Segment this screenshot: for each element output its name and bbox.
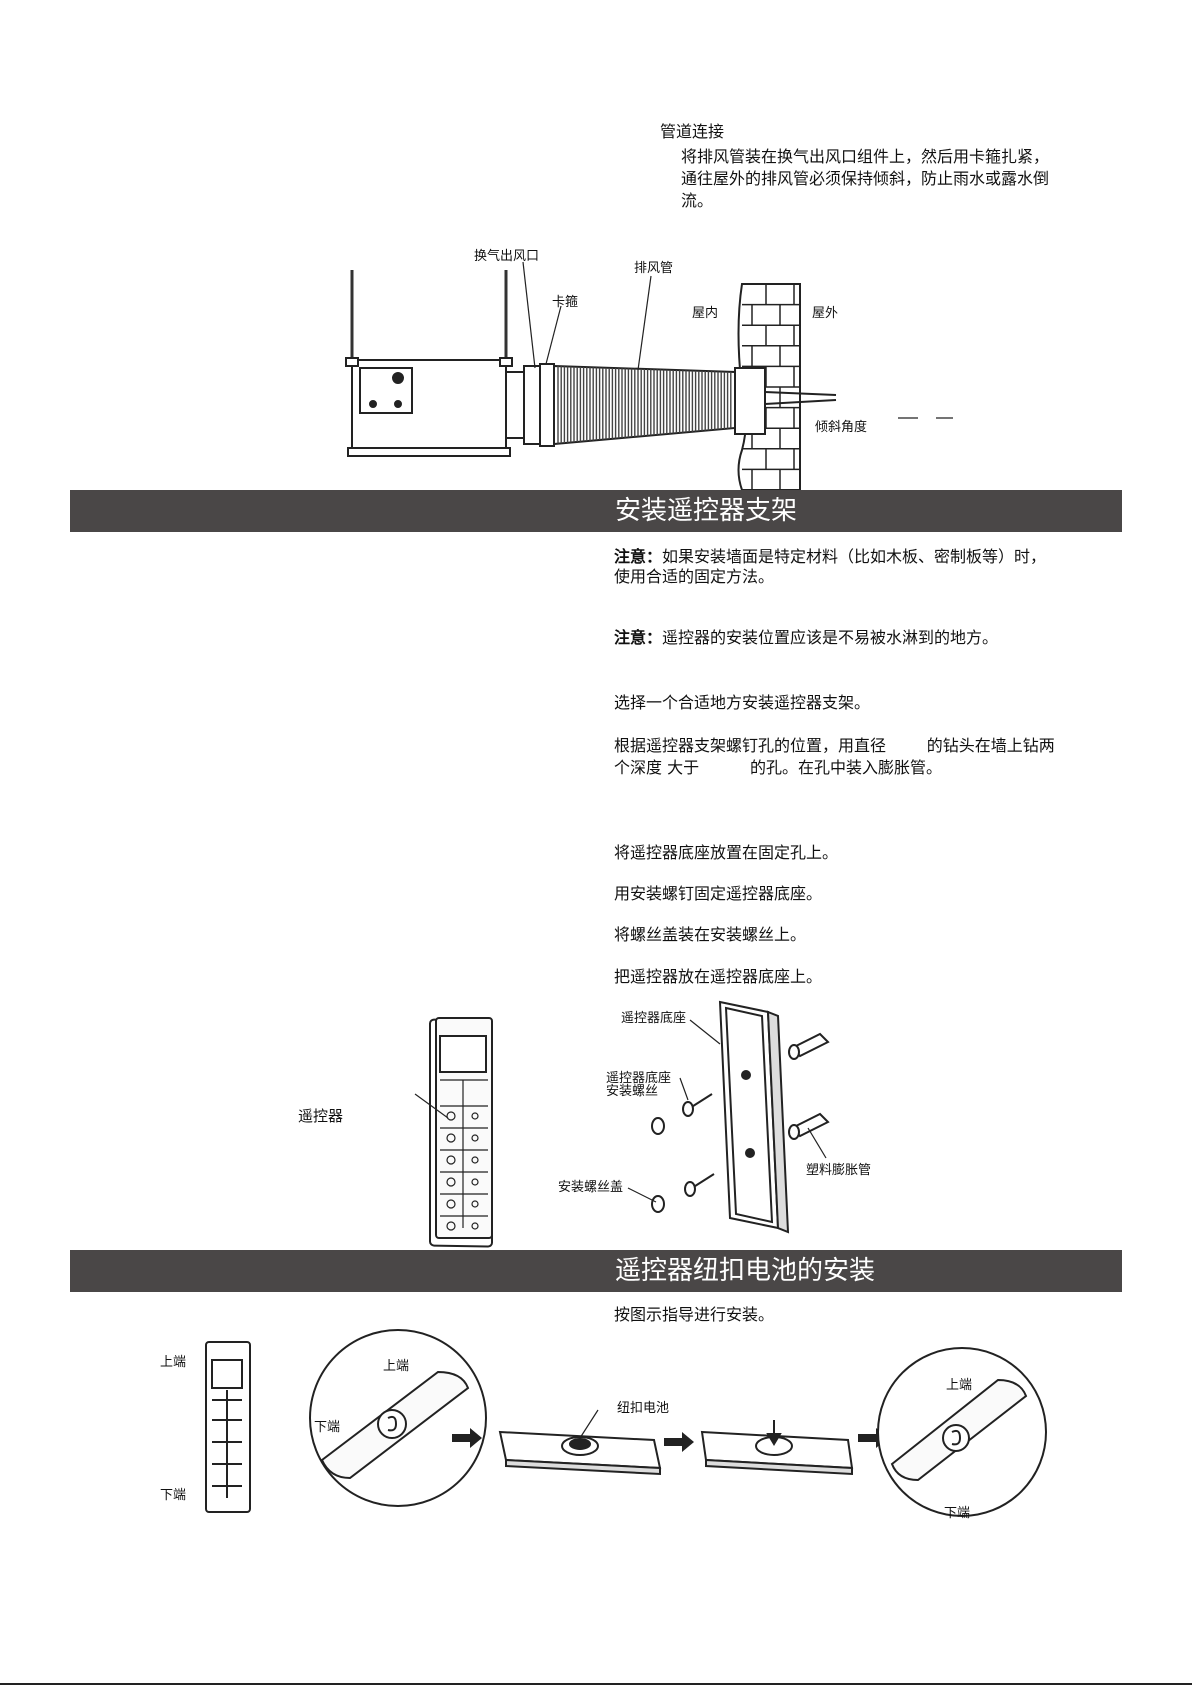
circle-4-top-label: 上端 (946, 1378, 973, 1393)
section-title-battery: 遥控器纽扣电池的安装 (615, 1256, 876, 1286)
step-4: 用安装螺钉固定遥控器底座。 (614, 884, 823, 903)
screw-cap-label: 安装螺丝盖 (558, 1180, 624, 1195)
mounting-screw-icon (682, 1093, 715, 1197)
circle-4-bottom-label: 下端 (944, 1506, 971, 1521)
duct-installation-diagram (345, 261, 953, 491)
section-title-bracket: 安装遥控器支架 (615, 496, 798, 526)
duct-label: 排风管 (634, 261, 674, 276)
battery-cover-closed-icon (309, 1329, 487, 1507)
section-header-bracket: 安装遥控器支架 (70, 490, 1122, 532)
step-6: 把遥控器放在遥控器底座上。 (614, 967, 823, 986)
hanger-rods-icon (350, 270, 508, 360)
small-remote-icon (205, 1341, 251, 1513)
arrow-icon-1 (452, 1428, 482, 1448)
button-cell-label: 纽扣电池 (617, 1401, 670, 1416)
arrow-icon-2 (664, 1432, 694, 1452)
ventilation-fan-unit-icon (345, 357, 555, 457)
exhaust-duct-icon (553, 364, 736, 446)
remote-base-label: 遥控器底座 (621, 1011, 687, 1026)
brick-wall-icon (734, 283, 837, 491)
tilt-angle-label: 倾斜角度 (815, 420, 868, 435)
screw-cap-icon (651, 1117, 665, 1213)
step-3: 将遥控器底座放置在固定孔上。 (614, 843, 839, 862)
circle-1-top-label: 上端 (383, 1359, 410, 1374)
note-1-prefix: 注意： (614, 547, 663, 566)
plastic-anchor-label: 塑料膨胀管 (806, 1163, 872, 1178)
battery-cover-open-icon (498, 1430, 662, 1476)
screw-label-line-2: 安装螺丝 (606, 1084, 659, 1099)
note-2-text: 遥控器的安装位置应该是不易被水淋到的地方。 (662, 628, 999, 647)
small-remote-bottom-label: 下端 (160, 1488, 187, 1503)
screw-label-line-1: 遥控器底座 (606, 1071, 672, 1086)
pipe-text-line-1: 将排风管装在换气出风口组件上，然后用卡箍扎紧， (681, 147, 1050, 166)
pipe-text-line-3: 流。 (681, 191, 714, 210)
step-2-line-1: 根据遥控器支架螺钉孔的位置，用直径 的钻头在墙上钻两 (614, 736, 1055, 755)
clamp-label: 卡箍 (552, 295, 579, 310)
circle-1-bottom-label: 下端 (314, 1420, 341, 1435)
step-1: 选择一个合适地方安装遥控器支架。 (614, 693, 871, 712)
remote-controller-icon (414, 1017, 493, 1248)
note-1-line-2: 使用合适的固定方法。 (614, 567, 775, 586)
note-1-line-1: 注意：如果安装墙面是特定材料（比如木板、密制板等）时， (614, 546, 1046, 568)
battery-cover-press-icon (700, 1420, 854, 1476)
section-header-battery: 遥控器纽扣电池的安装 (70, 1250, 1122, 1292)
step-5: 将螺丝盖装在安装螺丝上。 (614, 925, 807, 944)
note-1-text: 如果安装墙面是特定材料（比如木板、密制板等）时， (662, 547, 1047, 566)
indoor-label: 屋内 (692, 306, 719, 321)
battery-cover-installed-icon (877, 1347, 1047, 1517)
pipe-text-line-2: 通往屋外的排风管必须保持倾斜，防止雨水或露水倒 (681, 169, 1050, 188)
remote-label: 遥控器 (298, 1107, 344, 1125)
outlet-label: 换气出风口 (474, 249, 540, 264)
small-remote-top-label: 上端 (160, 1355, 187, 1370)
note-2: 注意：遥控器的安装位置应该是不易被水淋到的地方。 (614, 627, 998, 649)
bracket-exploded-view (627, 1000, 830, 1234)
battery-instruction: 按图示指导进行安装。 (614, 1305, 775, 1324)
page-bottom-rule (0, 1683, 1192, 1685)
step-2-line-2: 个深度 大于 的孔。在孔中装入膨胀管。 (614, 758, 942, 777)
note-2-prefix: 注意： (614, 628, 663, 647)
pipe-heading: 管道连接 (660, 122, 725, 141)
plastic-anchor-icon (788, 1032, 830, 1140)
outdoor-label: 屋外 (812, 306, 839, 321)
